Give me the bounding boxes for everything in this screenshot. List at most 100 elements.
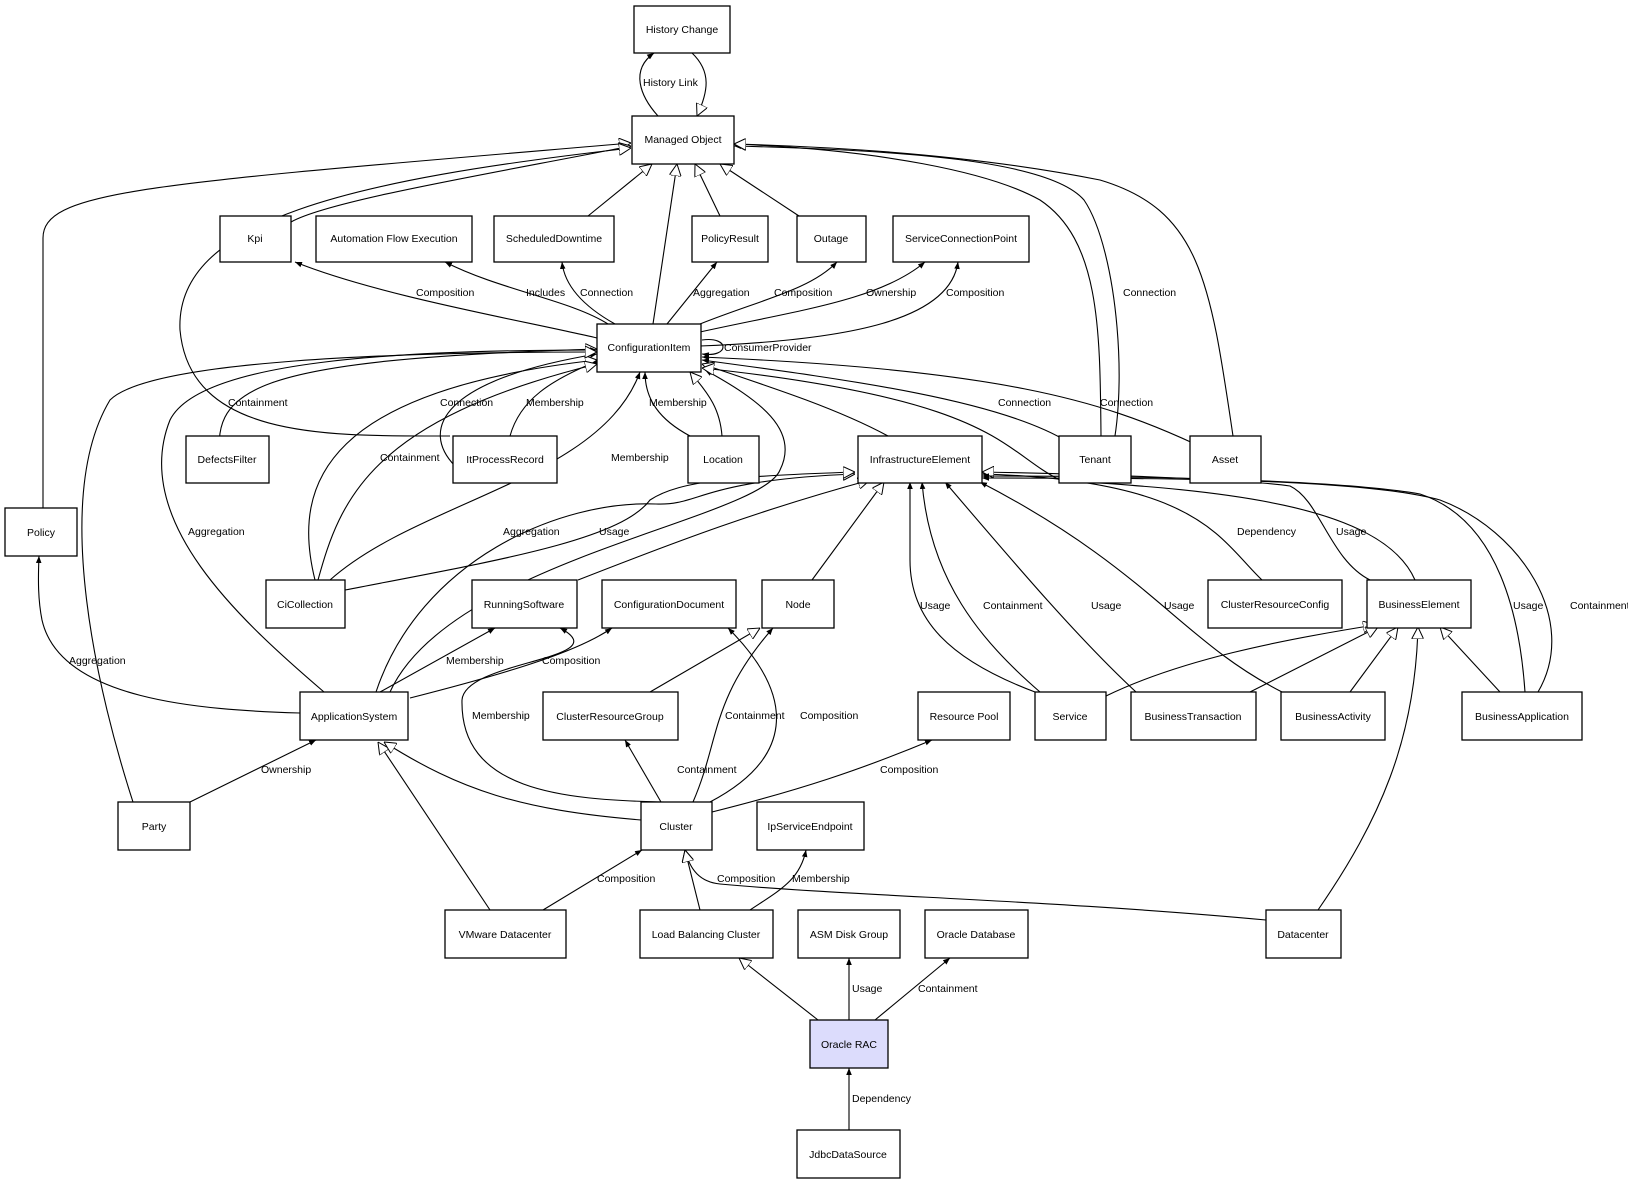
svg-text:BusinessTransaction: BusinessTransaction <box>1144 711 1241 723</box>
svg-text:Kpi: Kpi <box>247 233 262 245</box>
node-vmware-datacenter[interactable]: VMware Datacenter <box>444 909 567 959</box>
node-application-system[interactable]: ApplicationSystem <box>299 691 409 741</box>
svg-text:ClusterResourceConfig: ClusterResourceConfig <box>1221 599 1330 611</box>
svg-text:BusinessActivity: BusinessActivity <box>1295 711 1372 723</box>
node-business-activity[interactable]: BusinessActivity <box>1280 691 1386 741</box>
node-service[interactable]: Service <box>1034 691 1107 741</box>
label-svc-containment: Containment <box>983 600 1043 612</box>
label-tenant-connection-ci: Connection <box>998 397 1051 409</box>
edge-vmware-as <box>378 742 491 911</box>
edge-tenant-mo-inherit <box>734 144 1102 437</box>
edge-datacenter-be <box>1317 627 1418 911</box>
node-kpi[interactable]: Kpi <box>219 215 292 263</box>
node-managed-object[interactable]: Managed Object <box>631 115 735 165</box>
edge-policy-mo <box>42 143 631 508</box>
edge-ci-sd <box>559 261 616 325</box>
edge-ipr-ci-connection <box>439 352 598 467</box>
node-load-balancing-cluster[interactable]: Load Balancing Cluster <box>639 909 774 959</box>
node-jdbc-data-source[interactable]: JdbcDataSource <box>796 1129 901 1179</box>
svg-text:Cluster: Cluster <box>659 821 693 833</box>
svg-text:History Change: History Change <box>646 24 719 36</box>
node-outage[interactable]: Outage <box>796 215 867 263</box>
svg-text:Asset: Asset <box>1212 454 1238 466</box>
node-datacenter[interactable]: Datacenter <box>1265 909 1342 959</box>
svg-text:BusinessApplication: BusinessApplication <box>1475 711 1569 723</box>
edge-ci-scp-composition <box>699 261 960 347</box>
node-asset[interactable]: Asset <box>1189 435 1262 484</box>
node-scheduled-downtime[interactable]: ScheduledDowntime <box>493 215 615 263</box>
node-ip-service-endpoint[interactable]: IpServiceEndpoint <box>756 801 865 851</box>
label-cc-membership: Membership <box>611 452 669 464</box>
node-cluster-resource-config[interactable]: ClusterResourceConfig <box>1207 579 1343 629</box>
edge-rs-ie <box>577 480 870 581</box>
node-oracle-rac[interactable]: Oracle RAC <box>809 1019 889 1069</box>
svg-text:Oracle RAC: Oracle RAC <box>821 1039 877 1051</box>
svg-text:ClusterResourceGroup: ClusterResourceGroup <box>556 711 664 723</box>
svg-text:ScheduledDowntime: ScheduledDowntime <box>506 233 602 245</box>
edge-asset-mo <box>734 144 1234 437</box>
label-cluster-composition-rp: Composition <box>880 764 939 776</box>
svg-text:IpServiceEndpoint: IpServiceEndpoint <box>767 821 852 833</box>
label-as-aggregation-ie: Aggregation <box>503 526 560 538</box>
edge-rac-lbc <box>739 958 819 1021</box>
node-oracle-database[interactable]: Oracle Database <box>924 909 1029 959</box>
node-node[interactable]: Node <box>761 579 835 629</box>
label-bapp-containment: Containment <box>1570 600 1628 612</box>
edge-bt-ie <box>944 481 1137 693</box>
svg-text:JdbcDataSource: JdbcDataSource <box>809 1149 887 1161</box>
label-ipr-membership: Membership <box>526 397 584 409</box>
edge-as-policy <box>35 555 301 714</box>
node-cluster[interactable]: Cluster <box>640 801 713 851</box>
label-bt-usage: Usage <box>1091 600 1122 612</box>
node-ci-collection[interactable]: CiCollection <box>265 579 346 629</box>
edge-as-rs <box>379 627 496 693</box>
label-as-composition-cd: Composition <box>542 655 601 667</box>
edge-ci-scp-ownership <box>699 261 926 333</box>
node-asm-disk-group[interactable]: ASM Disk Group <box>797 909 901 959</box>
node-running-software[interactable]: RunningSoftware <box>471 579 578 629</box>
edge-tenant-ci-connection <box>701 358 1069 443</box>
node-service-connection-point[interactable]: ServiceConnectionPoint <box>892 215 1030 263</box>
label-includes: Includes <box>526 287 565 299</box>
edge-service-ie-usage <box>907 482 1036 693</box>
node-history-change[interactable]: History Change <box>633 5 731 54</box>
edge-cluster-crg <box>624 739 662 803</box>
node-party[interactable]: Party <box>117 801 191 851</box>
node-resource-pool[interactable]: Resource Pool <box>917 691 1011 741</box>
label-cluster-containment-crg: Containment <box>677 764 737 776</box>
edge-node-ie <box>811 482 884 581</box>
edge-ci-outage <box>699 261 838 325</box>
node-business-application[interactable]: BusinessApplication <box>1461 691 1583 741</box>
node-configuration-document[interactable]: ConfigurationDocument <box>601 579 737 629</box>
edge-kpi-mo <box>290 146 631 223</box>
label-kpi-composition: Composition <box>416 287 475 299</box>
node-cluster-resource-group[interactable]: ClusterResourceGroup <box>542 691 679 741</box>
node-policy[interactable]: Policy <box>4 507 78 557</box>
node-tenant[interactable]: Tenant <box>1058 435 1132 484</box>
label-party-ownership: Ownership <box>261 764 311 776</box>
edge-bapp-be <box>1440 627 1501 693</box>
node-policy-result[interactable]: PolicyResult <box>691 215 769 263</box>
svg-text:ConfigurationItem: ConfigurationItem <box>608 342 691 354</box>
label-asset-connection-ci: Connection <box>1100 397 1153 409</box>
node-configuration-item[interactable]: ConfigurationItem <box>596 323 702 373</box>
label-svc-usage: Usage <box>920 600 951 612</box>
label-jdbc-dependency: Dependency <box>852 1093 912 1105</box>
edge-party-ci-aggregation <box>81 352 597 803</box>
node-business-transaction[interactable]: BusinessTransaction <box>1130 691 1257 741</box>
edge-cc-ci-inherit2 <box>317 364 597 581</box>
edge-as-ci-aggregation <box>160 347 598 693</box>
node-defects-filter[interactable]: DefectsFilter <box>185 435 270 484</box>
node-it-process-record[interactable]: ItProcessRecord <box>452 435 558 484</box>
node-business-element[interactable]: BusinessElement <box>1366 579 1472 629</box>
edge-ba-ie <box>979 481 1283 693</box>
label-cluster-membership-rs: Membership <box>472 710 530 722</box>
node-location[interactable]: Location <box>687 435 760 484</box>
label-as-membership-rs: Membership <box>446 655 504 667</box>
node-automation-flow-execution[interactable]: Automation Flow Execution <box>315 215 473 263</box>
node-infrastructure-element[interactable]: InfrastructureElement <box>857 435 983 484</box>
svg-text:Managed Object: Managed Object <box>644 134 721 146</box>
edge-service-be <box>1105 625 1375 697</box>
edge-ci-pr <box>666 261 718 325</box>
